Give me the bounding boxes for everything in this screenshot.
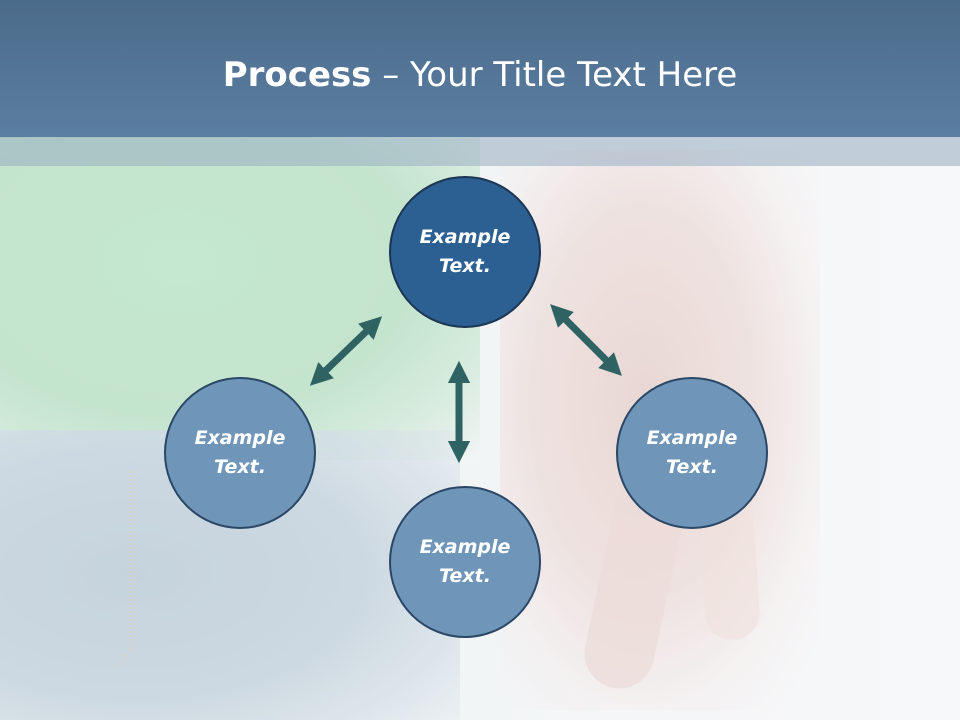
node-left-text: Example Text. <box>194 427 286 478</box>
node-top-text: Example Text. <box>419 226 511 277</box>
title-bar: Process – Your Title Text Here <box>0 0 960 137</box>
process-node-bottom: Example Text. <box>389 486 541 638</box>
title-rest: – Your Title Text Here <box>371 55 738 95</box>
node-right-text: Example Text. <box>646 427 738 478</box>
process-node-left: Example Text. <box>164 377 316 529</box>
node-bottom-text: Example Text. <box>419 536 511 587</box>
header-accent-strip <box>0 137 960 166</box>
process-node-right: Example Text. <box>616 377 768 529</box>
process-node-top: Example Text. <box>389 176 541 328</box>
slide-title: Process – Your Title Text Here <box>0 54 960 96</box>
title-bold: Process <box>222 55 372 95</box>
